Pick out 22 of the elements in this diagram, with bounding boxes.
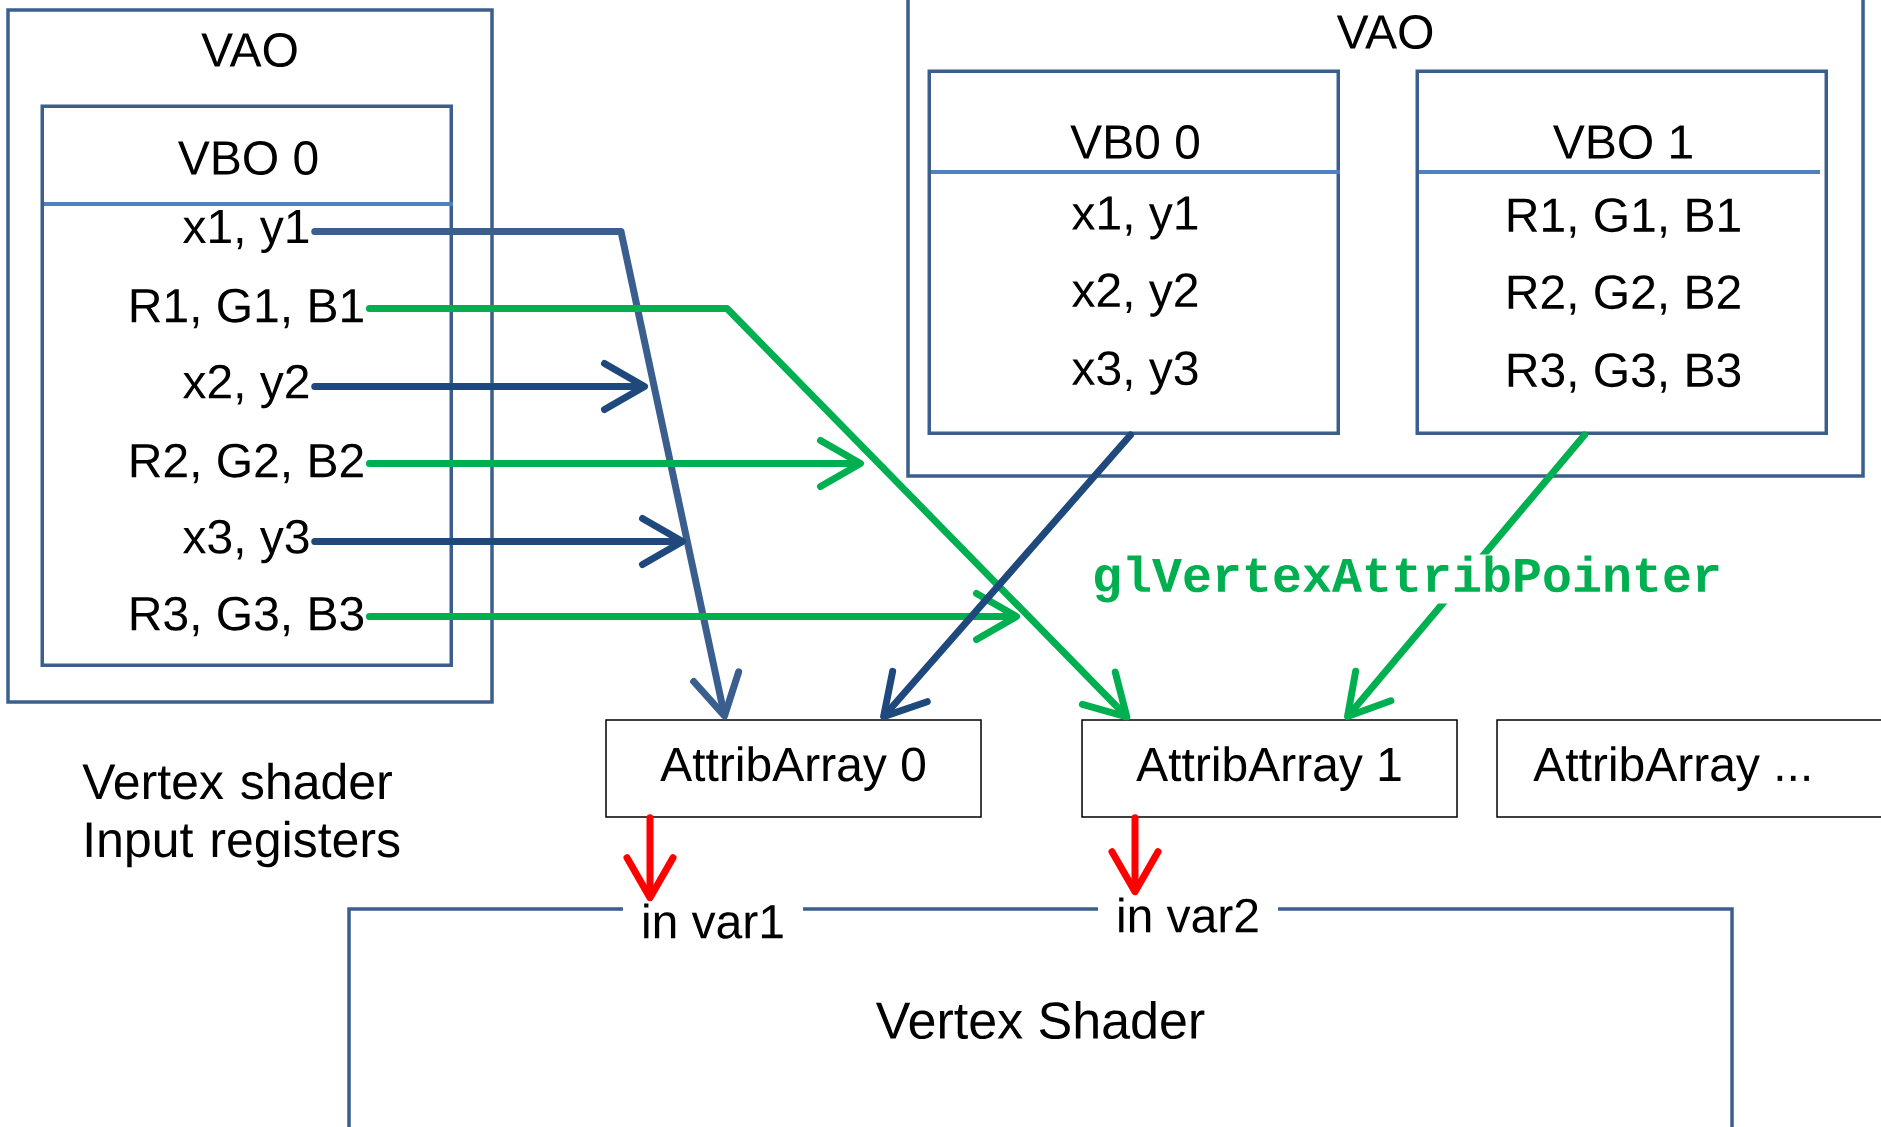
input-variable-label: in var2 (1098, 895, 1279, 935)
arrow (365, 305, 1131, 721)
register-box: AttribArray 0 (605, 719, 982, 818)
register-box: AttribArray ... (1496, 719, 1881, 818)
arrow (365, 590, 1020, 643)
arrow (311, 228, 743, 720)
arrow (365, 437, 864, 490)
buffer-box: VBO 1 R1, G1, B1 R2, G2, B2 R3, G3, B3 (1415, 69, 1828, 435)
function-name-text: glVertexAttribPointer (1090, 554, 1724, 604)
register-box: AttribArray 1 (1081, 719, 1458, 818)
data-row-text: x2, y2 (183, 364, 309, 409)
arrow (311, 360, 648, 413)
arrow (311, 515, 686, 568)
input-variable-label: in var1 (622, 901, 804, 941)
buffer-box: VB0 0 x1, y1 x2, y2 x3, y3 (927, 69, 1340, 435)
data-row-text: x3, y3 (183, 519, 309, 564)
data-row-text: x1, y1 (183, 210, 309, 253)
arrow (880, 431, 1134, 721)
data-row-text: R1, G1, B1 (131, 288, 363, 329)
data-row-text: R3, G3, B3 (131, 596, 364, 637)
data-row-text: R2, G2, B2 (131, 443, 363, 484)
caption-text: Vertex shader Input registers (82, 762, 400, 868)
